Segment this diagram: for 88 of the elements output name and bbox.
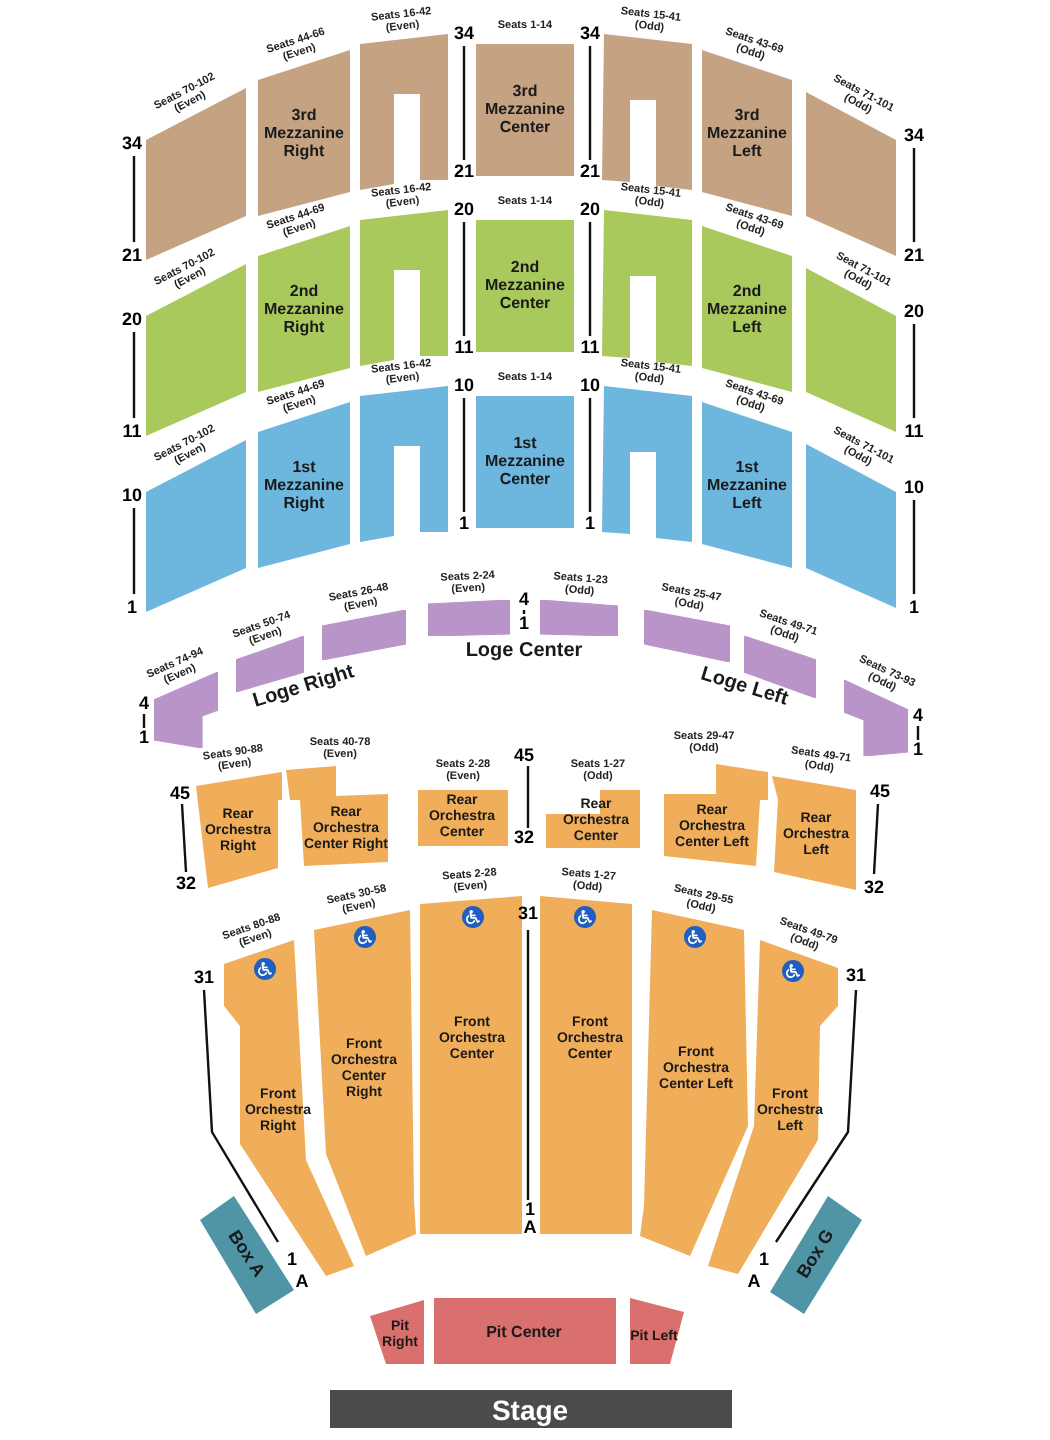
section-label: Loge Center [465, 642, 583, 662]
row-number: 11 [580, 339, 600, 357]
row-number: 34 [904, 127, 924, 145]
seating-section [546, 790, 640, 848]
row-number: A [523, 1219, 537, 1237]
row-number: 34 [122, 135, 142, 153]
row-number: 20 [580, 201, 600, 219]
seating-section [602, 34, 692, 190]
seating-section [644, 610, 730, 662]
row-number: 1 [287, 1251, 297, 1269]
row-number: 21 [122, 247, 142, 265]
section-label: 1st Mezzanine Right [261, 457, 346, 513]
row-number: 21 [454, 163, 474, 181]
row-number: 11 [904, 423, 924, 441]
row-number: 4 [139, 695, 149, 713]
section-label: 3rd Mezzanine Right [261, 105, 346, 161]
row-number: 4 [519, 591, 529, 609]
row-number: 31 [194, 969, 214, 987]
row-number: 11 [454, 339, 474, 357]
seating-section [806, 444, 896, 608]
stage-block [330, 1390, 732, 1428]
section-label: 2nd Mezzanine Left [704, 281, 789, 337]
row-number: 10 [904, 479, 924, 497]
row-number: 45 [170, 785, 190, 803]
seating-section [418, 790, 508, 846]
seating-section [360, 210, 448, 366]
row-number: 32 [176, 875, 196, 893]
seating-section [640, 910, 748, 1256]
row-number: 20 [904, 303, 924, 321]
row-number: 45 [514, 747, 534, 765]
row-number: 1 [909, 599, 919, 617]
seating-section [370, 1300, 424, 1364]
row-number: 1 [139, 729, 149, 747]
row-number: 1 [525, 1201, 535, 1219]
seating-section [286, 766, 388, 866]
row-number: 31 [846, 967, 866, 985]
row-number: 10 [580, 377, 600, 395]
section-label: 3rd Mezzanine Center [482, 82, 567, 138]
section-label: 2nd Mezzanine Center [482, 258, 567, 314]
row-number: 21 [904, 247, 924, 265]
row-number: 11 [122, 423, 142, 441]
seating-section [630, 1298, 684, 1364]
section-label: Loge Left [698, 665, 790, 711]
row-number: 45 [870, 783, 890, 801]
seating-section [540, 600, 618, 636]
seating-section [322, 610, 406, 660]
section-label: 1st Mezzanine Left [704, 457, 789, 513]
seating-section [772, 776, 856, 890]
row-number: 10 [122, 487, 142, 505]
row-number: 1 [459, 515, 469, 533]
seating-section [360, 386, 448, 542]
seating-section [602, 386, 692, 542]
section-label: 3rd Mezzanine Left [704, 105, 789, 161]
seating-section [360, 34, 448, 190]
row-number: 1 [519, 615, 529, 633]
box-seating-section [770, 1196, 862, 1314]
row-number: 1 [913, 741, 923, 759]
stage-label: Stage [489, 1396, 571, 1424]
section-label: Pit Center [484, 1322, 564, 1342]
row-number: 32 [864, 879, 884, 897]
section-label: 1st Mezzanine Center [482, 434, 567, 490]
row-number: 34 [580, 25, 600, 43]
section-label: 2nd Mezzanine Right [261, 281, 346, 337]
section-label: Loge Right [251, 663, 357, 713]
seating-section [434, 1298, 616, 1364]
row-number: 32 [514, 829, 534, 847]
row-number: 1 [127, 599, 137, 617]
seating-section [602, 210, 692, 366]
row-number: A [295, 1273, 309, 1291]
seating-section [196, 772, 282, 888]
seating-section [540, 896, 632, 1234]
row-number: 10 [454, 377, 474, 395]
seating-section [664, 764, 768, 866]
seating-section [476, 44, 574, 176]
row-number: 1 [759, 1251, 769, 1269]
row-number: 20 [122, 311, 142, 329]
seating-section [476, 220, 574, 352]
seating-section [806, 92, 896, 256]
seating-section [476, 396, 574, 528]
row-number: A [747, 1273, 761, 1291]
seating-section [420, 896, 522, 1234]
row-number: 4 [913, 707, 923, 725]
box-seating-section [200, 1196, 294, 1314]
seating-section [428, 600, 510, 636]
row-number: 34 [454, 25, 474, 43]
row-number: 1 [585, 515, 595, 533]
row-number: 21 [580, 163, 600, 181]
row-number: 20 [454, 201, 474, 219]
